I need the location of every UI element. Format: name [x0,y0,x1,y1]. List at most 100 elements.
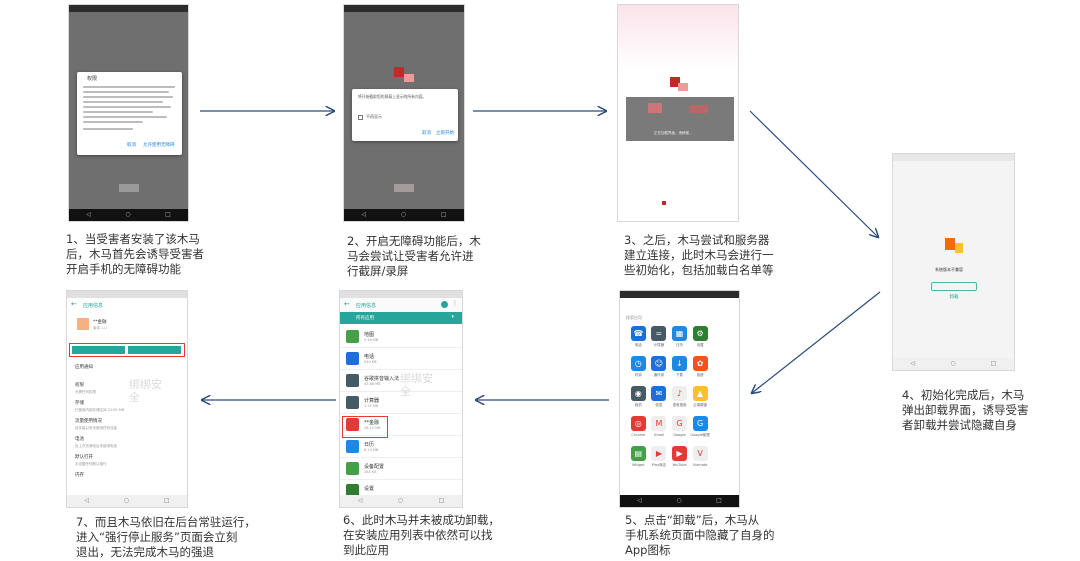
app-drawer-item[interactable]: ☺通讯录 [649,356,670,378]
nav-bar: ◁ ○ □ [344,209,464,221]
help-icon[interactable] [441,301,448,308]
caption-line: 6、此时木马并未被成功卸载， [343,513,500,527]
app-icon: G [671,416,687,431]
recent-icon[interactable]: □ [716,497,722,504]
dont-show-checkbox[interactable] [358,115,363,120]
app-drawer-item[interactable]: ✿ 相册 [690,356,711,378]
app-drawer-item[interactable]: ▲云端硬盘 [690,386,711,408]
settings-row[interactable]: 存储已使用内部存储空间 22.65 MB [75,400,179,413]
home-icon[interactable]: ○ [676,497,682,504]
app-icon: ✿ [692,356,708,371]
chevron-down-icon: ▾ [451,314,454,320]
force-stop-button[interactable]: 强行停止 [128,346,181,362]
caption-step5: 5、点击“卸载”后，木马从 手机系统页面中隐藏了自身的 App图标 [625,513,775,558]
back-icon[interactable]: ◁ [357,497,363,504]
app-icon [955,243,963,253]
app-drawer-item[interactable]: ✉信息 [649,386,670,408]
app-drawer-item[interactable]: ♪语音搜索 [669,386,690,408]
app-list-item[interactable]: 设置 [340,480,462,495]
settings-row[interactable]: 默认打开未设置任何默认操作 [75,454,179,467]
app-drawer-item[interactable]: ▦日历 [669,326,690,348]
settings-row[interactable]: 流量使用情况自安装以来未使用任何流量 [75,418,179,431]
app-label: Gmail [653,433,664,437]
app-drawer-item[interactable]: ▶Play商店 [649,446,670,468]
back-icon[interactable]: ◁ [361,211,367,218]
app-drawer-item[interactable]: ⚙设置 [690,326,711,348]
app-icon: ☺ [651,356,667,371]
allow-accessibility-button[interactable]: 允许使用无障碍 [143,143,175,148]
caption-line: 行截屏/录屏 [347,264,409,278]
app-name: 谷歌拼音输入法 [364,376,400,382]
arrow-3-to-4 [749,110,878,237]
app-drawer-item[interactable]: ◎Chrome [628,416,649,438]
loading-status-text: 正在加载界面，请稍候… [654,131,693,135]
caption-line: 马会尝试让受害者允许进 [347,249,474,263]
phone-step5: 搜索应用 ☎电话=计算器▦日历⚙设置 ◷时钟☺通讯录↓下载✿ 相册 ◉相机✉信息♪语音… [619,290,740,508]
recent-icon[interactable]: □ [990,360,997,367]
app-icon [713,416,728,431]
home-icon[interactable]: ○ [125,211,131,218]
phone-step3: 正在加载界面，请稍候… [617,4,739,222]
app-label: 相册 [696,373,704,377]
recent-icon[interactable]: □ [163,497,170,504]
back-arrow-icon[interactable]: ← [344,300,350,308]
app-drawer-item[interactable]: ↓下载 [669,356,690,378]
home-icon[interactable]: ○ [397,497,404,504]
uninstall-button[interactable]: 卸载 [931,282,977,300]
recent-icon[interactable]: □ [165,211,171,218]
app-drawer-item[interactable]: ▤Widget [628,446,649,468]
cancel-button[interactable]: 取消 [127,143,136,148]
blurred-logo [119,184,139,192]
phone-step4: 系统版本不兼容 卸载 ◁ ○ □ [892,153,1015,371]
back-icon[interactable]: ◁ [910,360,916,367]
settings-row[interactable]: 应用通知 [75,364,179,372]
disable-button[interactable]: 停用 [72,346,125,362]
more-icon[interactable]: ⋮ [452,300,458,307]
app-drawer-item[interactable]: =计算器 [649,326,670,348]
caption-step7: 7、而且木马依旧在后台常驻运行， 进入“强行停止服务”页面会立刻 退出，无法完成… [76,515,256,560]
search-bar[interactable]: 搜索应用 [626,304,735,320]
settings-title: 电池 [75,437,84,442]
back-icon[interactable]: ◁ [86,211,91,218]
app-label: Google助理 [690,433,710,437]
blurred-logo [662,201,666,205]
app-drawer-item[interactable]: ◷时钟 [628,356,649,378]
home-icon[interactable]: ○ [123,497,130,504]
back-icon[interactable]: ◁ [84,497,90,504]
caption-step6: 6、此时木马并未被成功卸载， 在安装应用列表中依然可以找 到此应用 [343,513,500,558]
app-label: 时钟 [634,373,642,377]
cancel-button[interactable]: 取消 [422,131,431,136]
start-now-button[interactable]: 立即开始 [436,131,454,136]
blurred-logo [670,77,680,87]
settings-subtitle: 已使用内部存储空间 22.65 MB [75,408,125,412]
settings-row[interactable]: 电池自上次充满电后未使用电池 [75,436,179,449]
dialog-text: 将开始截取您的屏幕上显示的所有内容。 [358,94,427,99]
app-drawer-item[interactable]: ☎电话 [628,326,649,348]
app-drawer-item[interactable]: ◉相机 [628,386,649,408]
home-icon[interactable]: ○ [950,360,956,367]
settings-row[interactable]: 内存 [75,472,179,480]
home-icon[interactable]: ○ [400,211,407,218]
recent-icon[interactable]: □ [438,497,445,504]
caption-line: 开启手机的无障碍功能 [66,262,181,276]
caption-line: 1、当受害者安装了该木马 [66,232,200,246]
settings-row[interactable]: 权限无需任何权限 [75,382,179,395]
app-drawer-item [710,386,731,408]
recent-icon[interactable]: □ [440,211,447,218]
back-arrow-icon[interactable]: ← [71,300,77,308]
back-icon[interactable]: ◁ [637,497,642,504]
status-bar [67,291,187,298]
filter-bar[interactable]: 所有应用 ▾ [340,312,462,324]
app-drawer-item[interactable]: ▶YouTube [669,446,690,468]
